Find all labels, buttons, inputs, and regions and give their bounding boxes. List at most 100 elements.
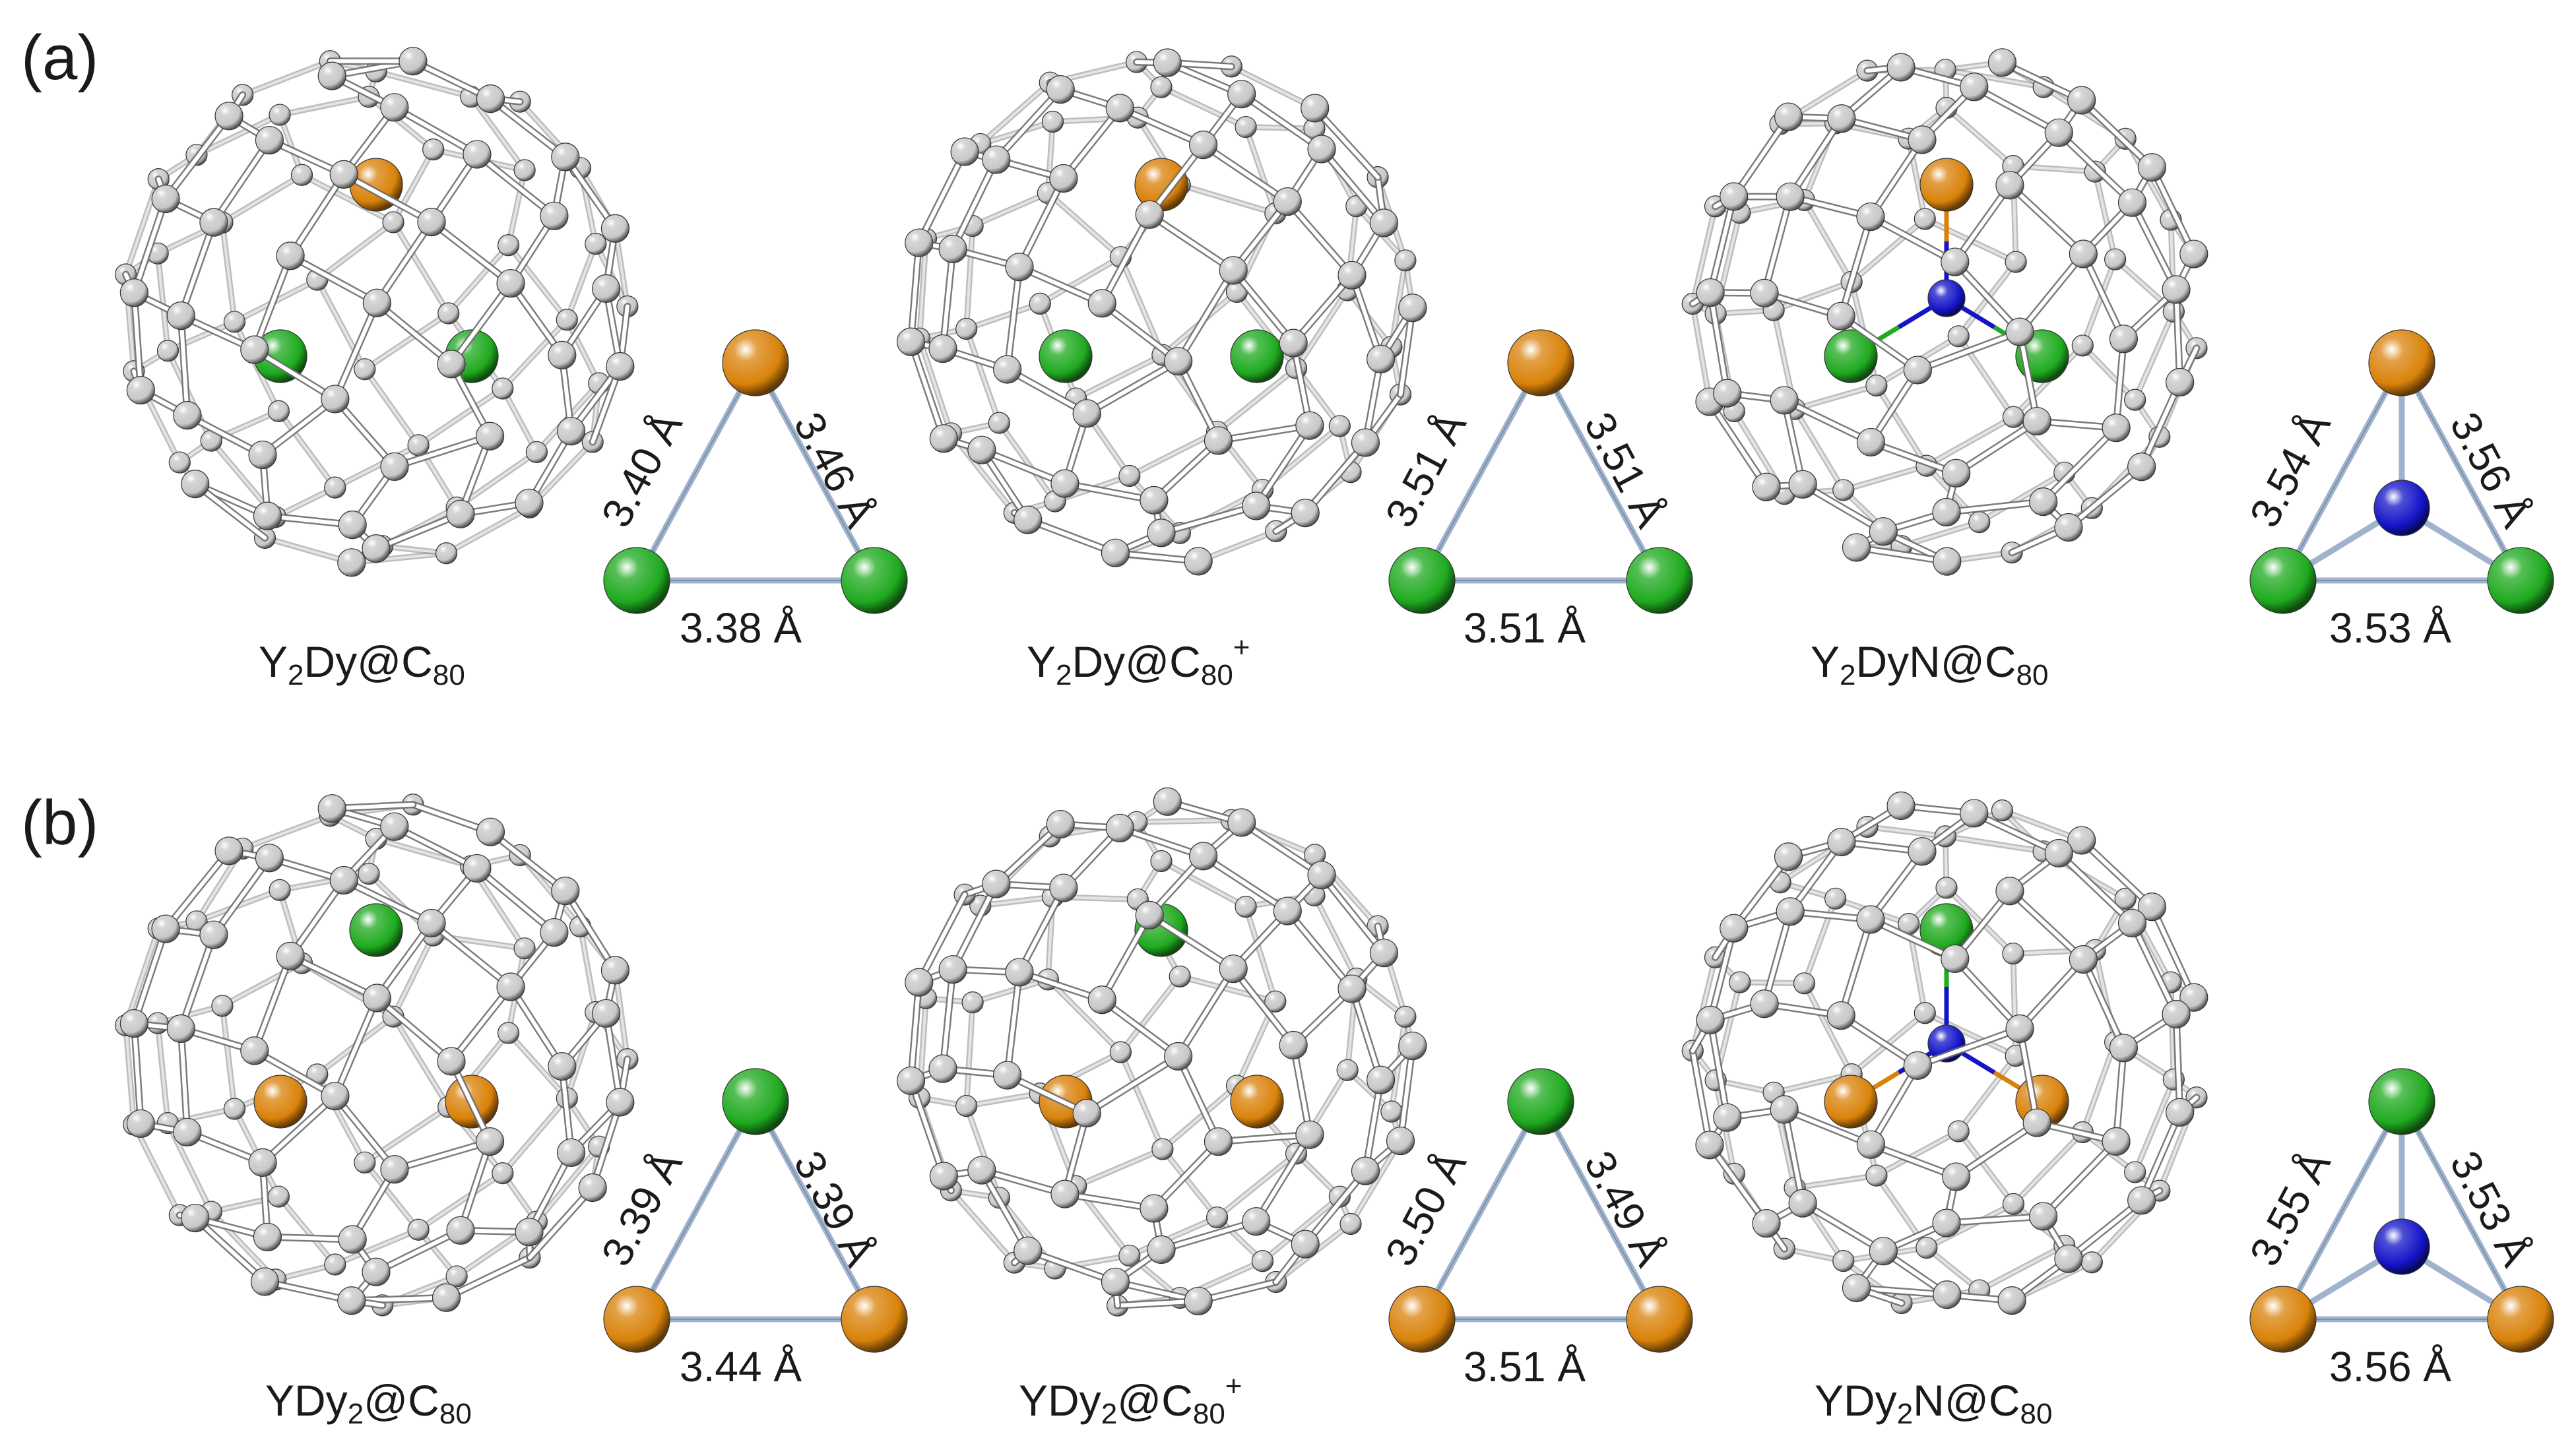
carbon-atom xyxy=(525,441,548,463)
carbon-atom xyxy=(1140,1194,1169,1223)
carbon-atom xyxy=(1750,278,1779,307)
dysprosium-atom xyxy=(253,1075,307,1129)
carbon-atom xyxy=(181,470,210,499)
carbon-atom xyxy=(338,511,367,540)
carbon-atom xyxy=(1991,799,2014,822)
carbon-atom xyxy=(2102,413,2131,443)
carbon-atom xyxy=(475,422,505,451)
carbon-atom xyxy=(540,918,569,947)
carbon-atom xyxy=(445,1265,468,1288)
carbon-atom xyxy=(1941,247,1970,276)
carbon-atom xyxy=(929,1162,958,1191)
carbon-atom xyxy=(2067,826,2096,855)
carbon-atom xyxy=(1337,974,1367,1003)
carbon-atom xyxy=(2109,1034,2139,1063)
yttrium-atom xyxy=(2487,547,2554,614)
carbon-atom xyxy=(337,1286,366,1315)
carbon-atom xyxy=(1164,347,1193,376)
carbon-atom xyxy=(2022,1108,2051,1137)
carbon-atom xyxy=(437,350,466,379)
carbon-atom xyxy=(407,1218,430,1241)
dysprosium-atom xyxy=(722,329,789,396)
carbon-atom xyxy=(1366,344,1396,373)
carbon-atom xyxy=(1046,809,1075,839)
carbon-atom xyxy=(1049,873,1078,902)
carbon-atom xyxy=(1398,1031,1427,1061)
carbon-atom xyxy=(600,214,629,243)
carbon-atom xyxy=(1941,944,1970,974)
nitrogen-atom xyxy=(2373,480,2430,536)
carbon-atom xyxy=(1279,1030,1308,1060)
panel-label-b: (b) xyxy=(21,788,99,858)
carbon-atom xyxy=(551,877,580,906)
carbon-atom xyxy=(240,1036,269,1065)
distance-label-b1-base: 3.44 Å xyxy=(680,1343,802,1391)
dysprosium-atom xyxy=(1919,158,1974,212)
dysprosium-atom xyxy=(1824,1075,1878,1129)
carbon-atom xyxy=(354,358,376,381)
carbon-atom xyxy=(1337,261,1367,290)
carbon-atom xyxy=(1942,1162,1971,1191)
carbon-atom xyxy=(548,1052,577,1081)
carbon-atom xyxy=(422,138,445,161)
carbon-atom xyxy=(1295,1120,1324,1149)
carbon-atom xyxy=(1072,1098,1101,1128)
carbon-atom xyxy=(1960,799,1989,828)
carbon-atom xyxy=(437,302,460,325)
carbon-atom xyxy=(1696,278,1725,307)
carbon-atom xyxy=(1050,1179,1079,1208)
distance-label-a3-base: 3.53 Å xyxy=(2329,604,2452,652)
carbon-atom xyxy=(1101,1267,1130,1296)
fullerene-cage-a2 xyxy=(896,48,1427,576)
carbon-atom xyxy=(1935,877,1958,899)
carbon-atom xyxy=(1776,182,1805,211)
carbon-atom xyxy=(417,207,446,237)
panel-label-a: (a) xyxy=(21,22,99,93)
molecule-label-b3: YDy2N@C80 xyxy=(1815,1376,2053,1430)
carbon-atom xyxy=(1087,985,1116,1015)
carbon-atom xyxy=(1856,427,1886,457)
carbon-atom xyxy=(1014,1236,1043,1265)
carbon-atom xyxy=(1295,411,1324,440)
carbon-atom xyxy=(950,137,979,166)
carbon-atom xyxy=(515,488,544,517)
fullerene-cage-b2 xyxy=(896,787,1427,1317)
carbon-atom xyxy=(475,1127,505,1156)
carbon-atom xyxy=(1369,208,1399,237)
carbon-atom xyxy=(1720,182,1749,211)
carbon-atom xyxy=(2137,892,2166,922)
carbon-atom xyxy=(1351,1156,1380,1185)
carbon-atom xyxy=(1219,954,1248,984)
carbon-atom xyxy=(2114,887,2137,910)
carbon-atom xyxy=(1842,1273,1871,1303)
carbon-atom xyxy=(2179,983,2208,1012)
carbon-atom xyxy=(955,317,978,340)
carbon-atom xyxy=(2002,1193,2025,1215)
carbon-atom xyxy=(497,1022,520,1044)
carbon-atom xyxy=(2117,908,2147,938)
molecule-label-a3: Y2DyN@C80 xyxy=(1811,637,2049,691)
carbon-atom xyxy=(1251,1250,1274,1272)
carbon-atom xyxy=(446,1216,475,1245)
carbon-atom xyxy=(362,984,391,1013)
carbon-atom xyxy=(476,817,505,846)
carbon-atom xyxy=(354,1151,376,1173)
carbon-atom xyxy=(119,278,148,307)
carbon-atom xyxy=(1307,861,1336,890)
carbon-atom xyxy=(2162,999,2191,1029)
carbon-atom xyxy=(380,812,409,841)
carbon-atom xyxy=(1869,1237,1898,1266)
carbon-atom xyxy=(463,854,492,883)
carbon-atom xyxy=(1235,115,1257,139)
carbon-atom xyxy=(2124,389,2146,411)
carbon-atom xyxy=(606,1088,635,1117)
carbon-atom xyxy=(1886,53,1916,82)
carbon-atom xyxy=(317,794,346,823)
molecule-label-a2: Y2Dy@C80+ xyxy=(1027,631,1250,691)
dysprosium-atom xyxy=(1626,1286,1693,1353)
carbon-atom xyxy=(199,208,228,237)
carbon-atom xyxy=(993,1061,1022,1090)
carbon-atom xyxy=(600,956,629,985)
carbon-atom xyxy=(929,424,958,453)
